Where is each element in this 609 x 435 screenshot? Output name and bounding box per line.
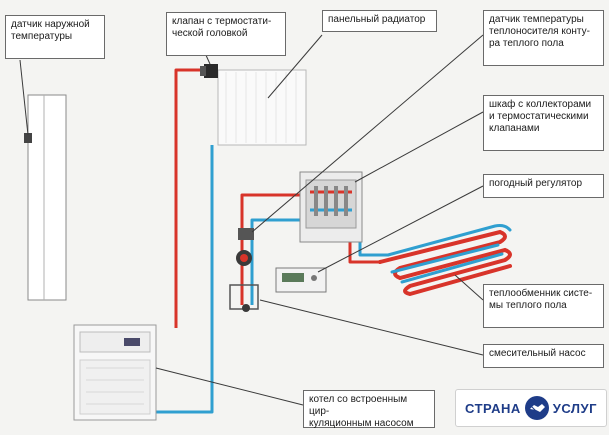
manifold-cabinet-device [299, 171, 363, 243]
panel-radiator-label: панельный радиатор [322, 10, 437, 32]
watermark-left-text: СТРАНА [465, 400, 521, 416]
panel-radiator-device [217, 69, 307, 146]
mixing-pump-device [229, 250, 259, 312]
boiler-device [73, 324, 157, 421]
outdoor-sensor-device [24, 133, 32, 143]
boiler-label: котел со встроенным цир- куляционным нас… [303, 390, 435, 429]
floor-temp-sensor-label: датчик температуры теплоносителя конту- … [483, 10, 604, 66]
watermark-logo: СТРАНА УСЛУГ [455, 389, 607, 427]
outdoor-sensor-label: датчик наружной температуры [5, 15, 105, 59]
weather-controller-label: погодный регулятор [483, 174, 604, 198]
thermostatic-valve-device [200, 64, 218, 78]
outdoor-wall [27, 94, 67, 301]
floor-temp-sensor-device [238, 228, 254, 240]
manifold-cabinet-label: шкаф с коллекторами и термостатическими … [483, 95, 604, 151]
thermostatic-valve-label: клапан с термостати- ческой головкой [166, 12, 286, 56]
mixing-pump-label: смесительный насос [483, 344, 604, 368]
floor-heat-exchanger-label: теплообменник систе- мы теплого пола [483, 284, 604, 328]
watermark-right-text: УСЛУГ [552, 400, 597, 416]
underfloor-coil [378, 224, 512, 297]
weather-controller-device [275, 267, 327, 293]
handshake-icon [524, 396, 549, 420]
